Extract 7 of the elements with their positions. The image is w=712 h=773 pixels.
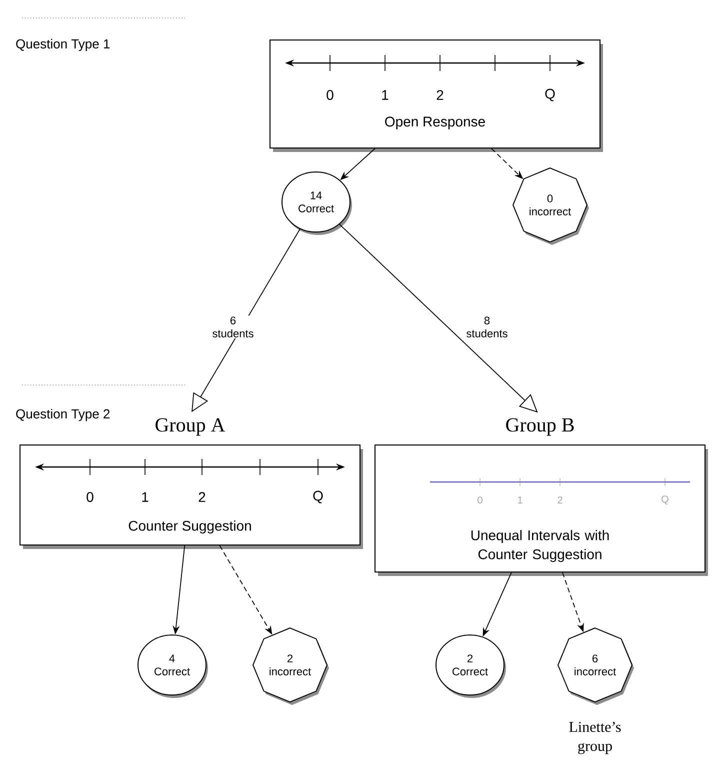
group-heading: Group B (506, 418, 574, 436)
section-label: Question Type 2 (16, 408, 110, 422)
group-heading: Group A (156, 418, 226, 436)
edge-label: 8 students (461, 316, 513, 338)
node-note: Linette’s group (569, 722, 621, 754)
section-label: Question Type 1 (16, 38, 110, 52)
edge-label: 6 students (207, 316, 259, 338)
